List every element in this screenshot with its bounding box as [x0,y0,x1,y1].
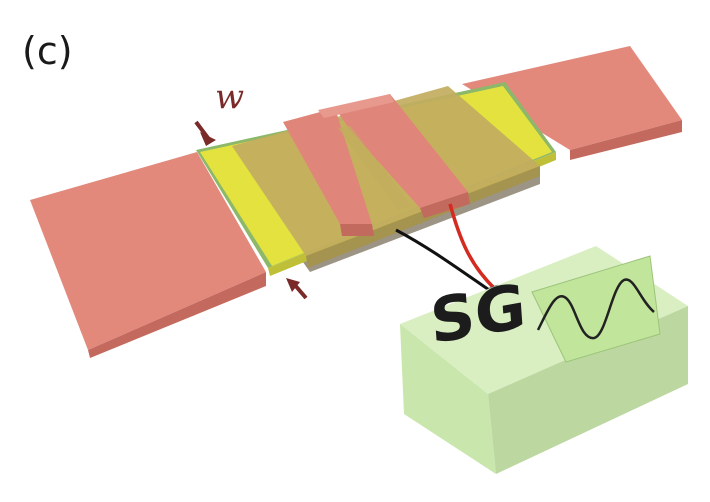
left-contact-pad [30,152,266,358]
sine-wave-icon [536,278,655,340]
arrow-up-icon [286,278,308,300]
generator-label: SG [428,269,528,358]
arrow-down-icon [194,120,216,146]
generator-screen [531,255,661,363]
signal-generator: SG [400,246,688,474]
panel-label: (c) [22,29,73,73]
antenna-electrode [283,94,470,236]
right-contact-pad [462,46,682,160]
width-indicator: w [194,77,308,300]
width-label: w [215,77,244,117]
